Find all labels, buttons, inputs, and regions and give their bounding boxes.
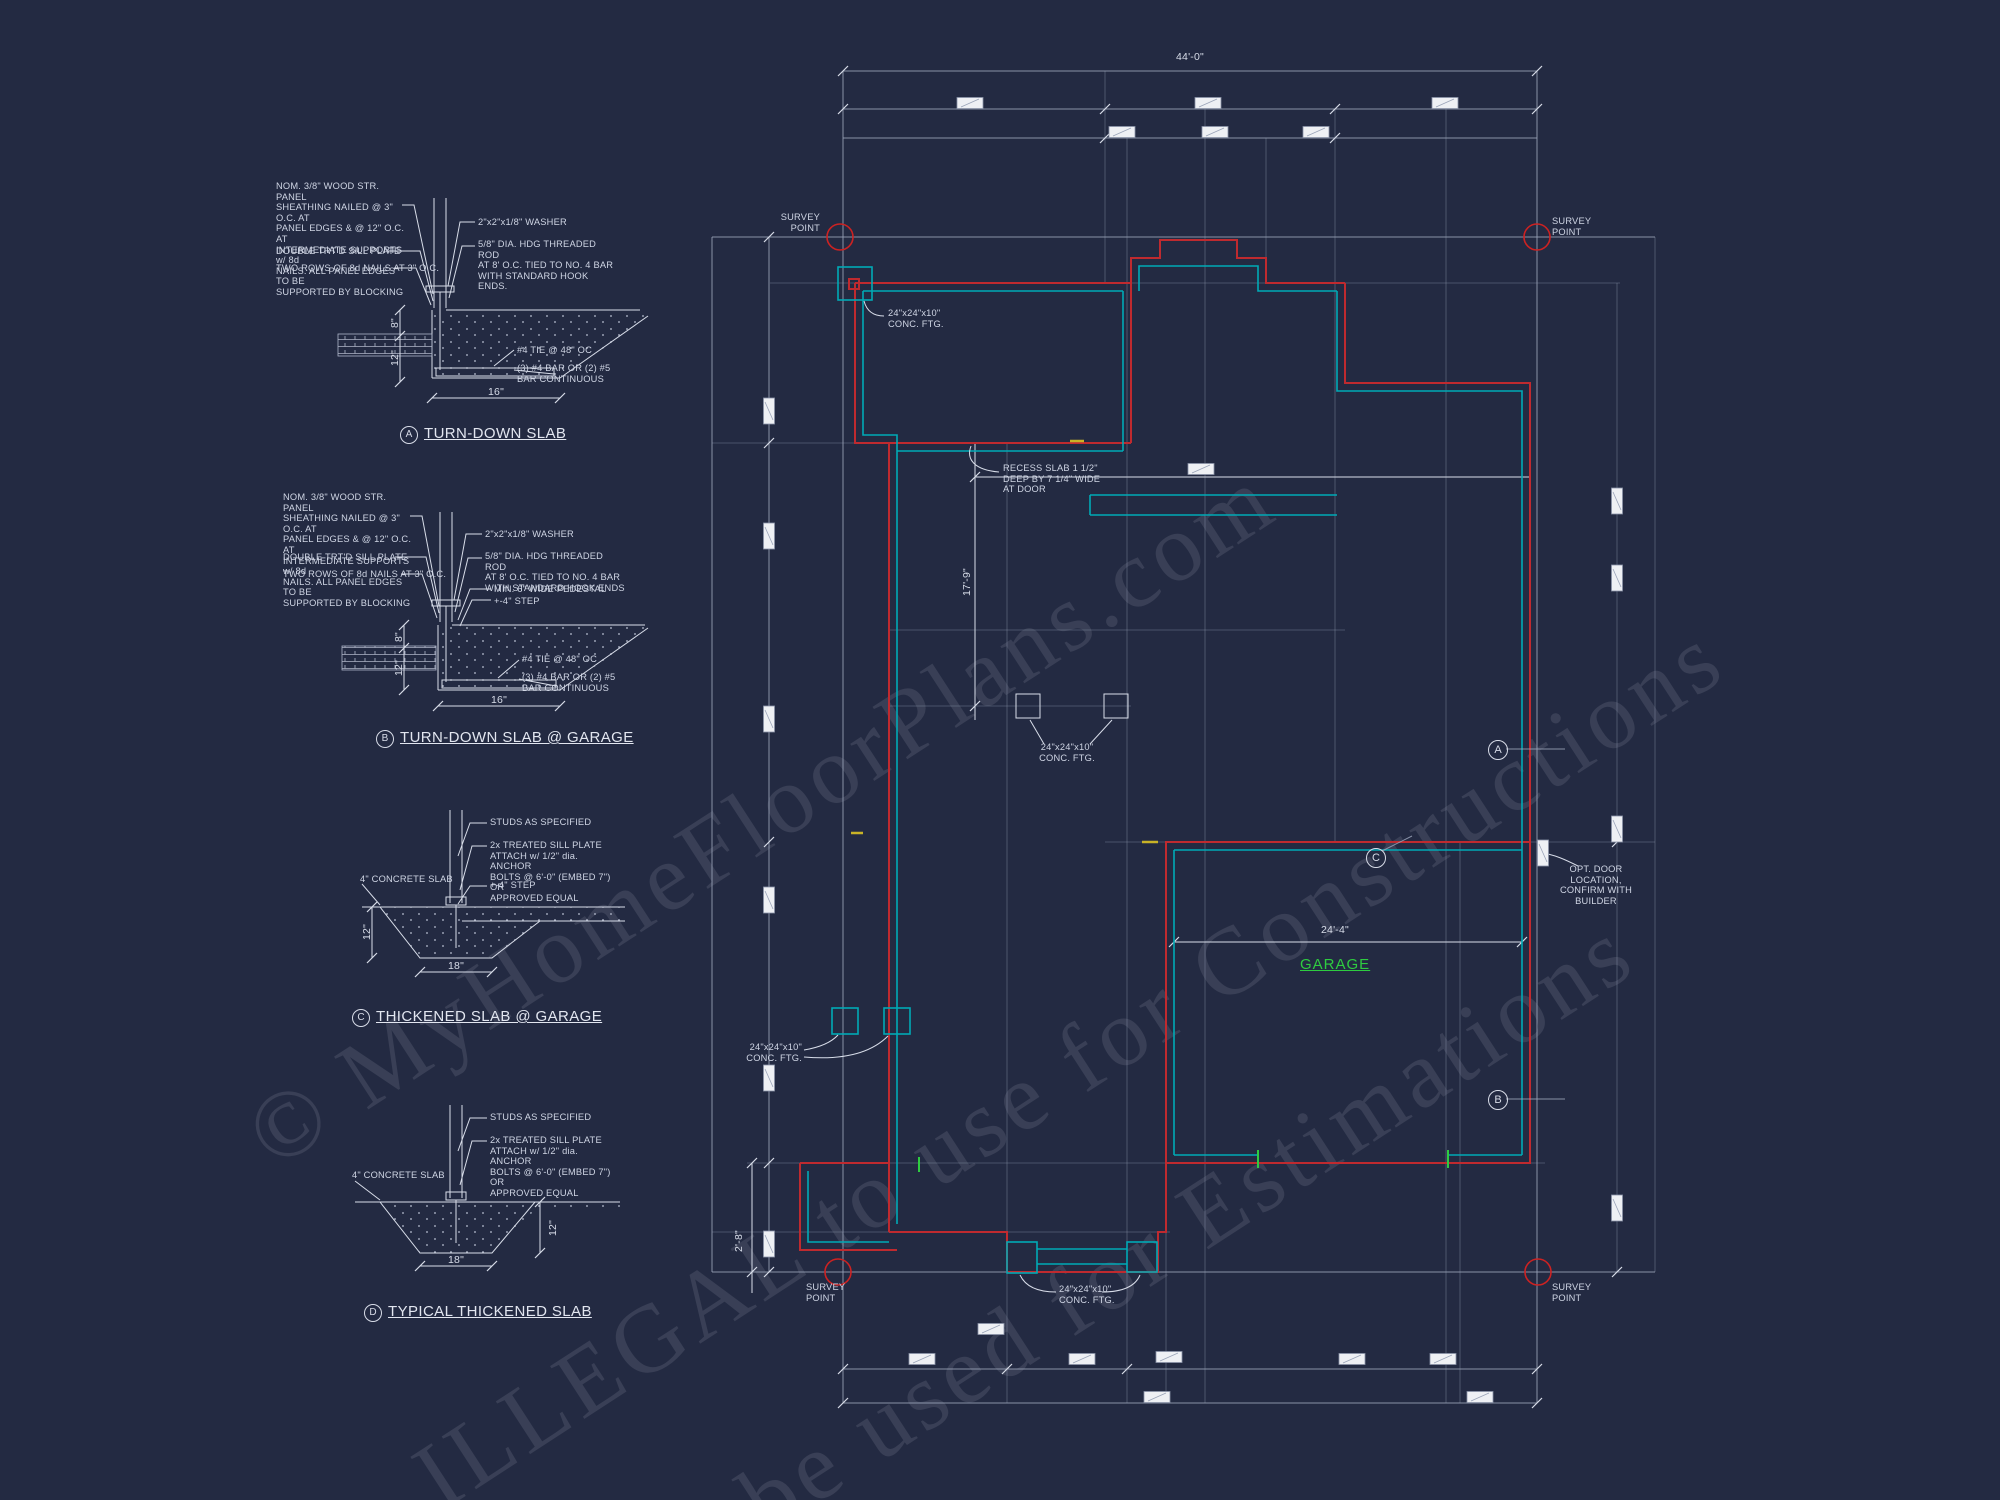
detail-b-tie-note: #4 TIE @ 48" OC	[522, 654, 597, 664]
detail-d-title: TYPICAL THICKENED SLAB	[388, 1303, 592, 1320]
conc-ftg-note-bottom: 24"x24"x10" CONC. FTG.	[1059, 1284, 1115, 1305]
detail-c-studs-note: STUDS AS SPECIFIED	[490, 817, 592, 827]
detail-a-dim-12: 12"	[389, 349, 401, 366]
detail-b-marker: B	[376, 730, 394, 748]
detail-a-dim-16: 16"	[487, 386, 504, 398]
detail-a-rod-note: 5/8" DIA. HDG THREADED ROD AT 8' O.C. TI…	[478, 239, 614, 292]
detail-b-dim-16: 16"	[490, 694, 507, 706]
detail-d-slab-note: 4" CONCRETE SLAB	[352, 1170, 445, 1180]
detail-d-dim-18: 18"	[447, 1254, 464, 1266]
detail-b-bar-note: (3) #4 BAR OR (2) #5 BAR CONTINUOUS	[522, 672, 616, 693]
detail-d-studs-note: STUDS AS SPECIFIED	[490, 1112, 592, 1122]
detail-c-sill-note: 2x TREATED SILL PLATE ATTACH w/ 1/2" dia…	[490, 840, 611, 903]
pier-footings	[1015, 693, 1129, 719]
detail-c-dim-12: 12"	[361, 923, 373, 940]
opt-door-note: OPT. DOOR LOCATION, CONFIRM WITH BUILDER	[1559, 864, 1633, 906]
slab-ref-marker-c: C	[1366, 848, 1386, 868]
detail-b-sill-note: DOUBLE TRT'D SILL PLATE	[283, 552, 408, 562]
detail-c-slab-note: 4" CONCRETE SLAB	[360, 874, 453, 884]
survey-point-label-bottom-left: SURVEY POINT	[806, 1282, 846, 1303]
detail-c-marker: C	[352, 1009, 370, 1027]
survey-point-label-top-left: SURVEY POINT	[780, 212, 820, 233]
detail-a-marker: A	[400, 426, 418, 444]
detail-a-washer-note: 2"x2"x1/8" WASHER	[478, 217, 567, 227]
plan-grid-lines	[711, 70, 1656, 1404]
detail-b-pedestal-note: MIN. 6" WIDE PEDESTAL	[494, 584, 607, 594]
detail-b-nails-note: TWO ROWS OF 8d NAILS AT 3" O.C.	[283, 569, 447, 579]
detail-c-step-note: +-4" STEP	[490, 880, 536, 890]
detail-b-diagram	[341, 512, 649, 712]
detail-a-sheathing-note: NOM. 3/8" WOOD STR. PANEL SHEATHING NAIL…	[276, 181, 405, 297]
detail-d-dim-12: 12"	[547, 1219, 559, 1236]
color-markers	[851, 439, 1449, 1172]
detail-b-dim-8: 8"	[393, 632, 405, 642]
garage-label: GARAGE	[1300, 956, 1371, 973]
detail-a-tie-note: #4 TIE @ 48" OC	[517, 345, 592, 355]
dimension-2-8: 2'-8"	[733, 1230, 745, 1252]
detail-c-dim-18: 18"	[447, 960, 464, 972]
slab-ref-marker-b: B	[1488, 1090, 1508, 1110]
detail-a-bar-note: (3) #4 BAR OR (2) #5 BAR CONTINUOUS	[517, 363, 611, 384]
detail-b-dim-12: 12"	[393, 659, 405, 676]
detail-a-diagram	[337, 198, 649, 404]
detail-b-sheathing-note: NOM. 3/8" WOOD STR. PANEL SHEATHING NAIL…	[283, 492, 412, 608]
detail-d-sill-note: 2x TREATED SILL PLATE ATTACH w/ 1/2" dia…	[490, 1135, 611, 1198]
annotation-leaders	[803, 300, 1579, 1293]
detail-b-step-note: +-4" STEP	[494, 596, 540, 606]
recess-slab-note: RECESS SLAB 1 1/2" DEEP BY 7 1/4" WIDE A…	[1003, 463, 1101, 495]
foundation-walls-red	[799, 239, 1531, 1273]
detail-c-title: THICKENED SLAB @ GARAGE	[376, 1008, 603, 1025]
survey-point-label-top-right: SURVEY POINT	[1552, 216, 1592, 237]
detail-a-dim-8: 8"	[389, 318, 401, 328]
overall-width-dimension: 44'-0"	[1176, 51, 1204, 63]
slab-ref-marker-a: A	[1488, 740, 1508, 760]
plan-dimension-lines	[746, 65, 1623, 1409]
detail-a-nails-note: TWO ROWS OF 8d NAILS AT 3" O.C.	[276, 263, 440, 273]
detail-d-diagram	[354, 1105, 620, 1272]
detail-a-title: TURN-DOWN SLAB	[424, 425, 567, 442]
conc-ftg-note-center: 24"x24"x10" CONC. FTG.	[1039, 742, 1095, 763]
detail-d-marker: D	[364, 1304, 382, 1322]
detail-b-title: TURN-DOWN SLAB @ GARAGE	[400, 729, 634, 746]
conc-ftg-note-top-left: 24"x24"x10" CONC. FTG.	[888, 308, 944, 329]
detail-b-washer-note: 2"x2"x1/8" WASHER	[485, 529, 574, 539]
detail-a-sill-note: DOUBLE TRT'D SILL PLATE	[276, 246, 401, 256]
conc-ftg-note-left: 24"x24"x10" CONC. FTG.	[746, 1042, 802, 1063]
detail-b-rod-note: 5/8" DIA. HDG THREADED ROD AT 8' O.C. TI…	[485, 551, 625, 593]
dimension-24-4: 24'-4"	[1321, 924, 1349, 936]
dimension-17-9: 17'-9"	[961, 568, 973, 596]
detail-c-diagram	[361, 810, 625, 978]
survey-point-label-bottom-right: SURVEY POINT	[1552, 1282, 1592, 1303]
slab-edges-cyan	[807, 265, 1523, 1274]
